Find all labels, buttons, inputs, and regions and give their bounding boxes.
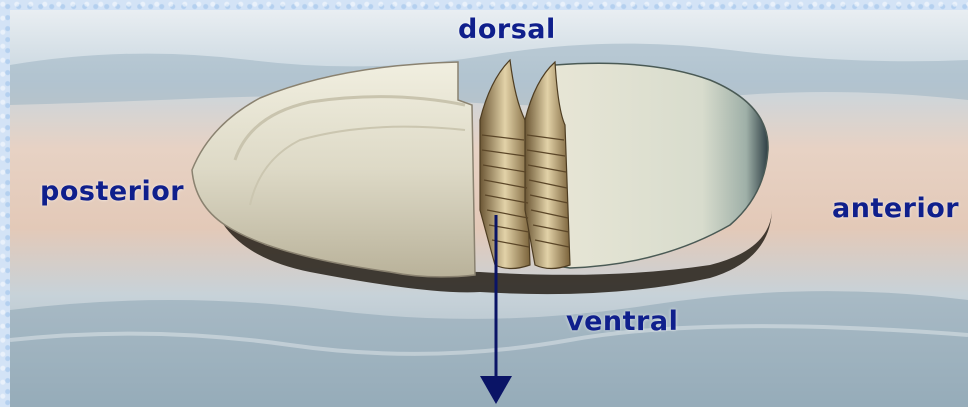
diagram-scene: dorsal posterior anterior ventral: [10, 10, 968, 407]
label-dorsal: dorsal: [458, 14, 556, 45]
scene-svg: [10, 10, 968, 407]
label-ventral: ventral: [566, 306, 678, 337]
label-anterior: anterior: [832, 193, 959, 224]
label-posterior: posterior: [40, 176, 184, 207]
